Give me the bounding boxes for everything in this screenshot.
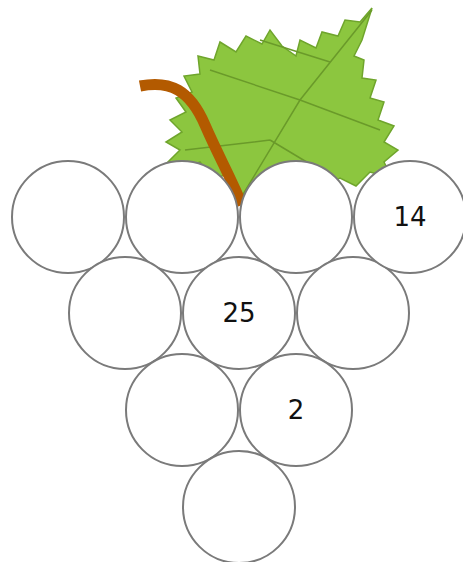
berry-circle [240, 354, 352, 466]
grape-berry [297, 257, 409, 369]
berry-circle [183, 257, 295, 369]
grape-berry [69, 257, 181, 369]
berry-circle [354, 161, 463, 273]
grape-berry [183, 451, 295, 562]
grape-berry [126, 354, 238, 466]
grape-berry [126, 161, 238, 273]
grape-berry: 14 [352, 159, 463, 275]
grape-berry [240, 161, 352, 273]
berry-number: 14 [393, 203, 426, 232]
berry-number: 25 [222, 299, 255, 328]
berry-number: 2 [288, 396, 305, 425]
grape-berry: 25 [181, 255, 297, 371]
grape-berries [12, 161, 409, 562]
grape-berry: 2 [238, 352, 354, 468]
grape-berry [12, 161, 124, 273]
